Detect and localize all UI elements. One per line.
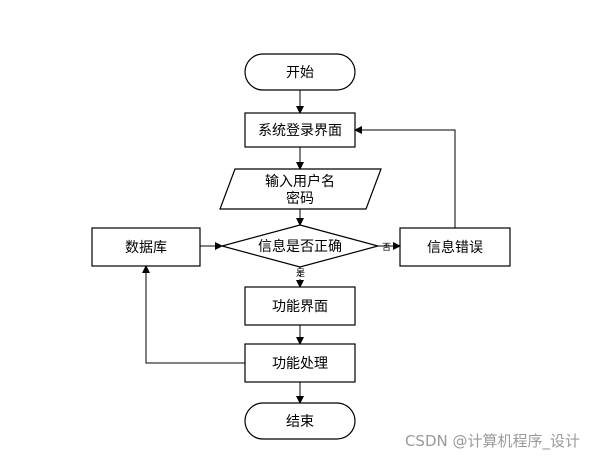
- decision-node: 信息是否正确: [219, 224, 381, 268]
- database-node: 数据库: [91, 227, 201, 267]
- arrow-process-to-database: [142, 265, 245, 364]
- function-ui-label: 功能界面: [272, 299, 328, 315]
- decision-label: 信息是否正确: [258, 238, 342, 255]
- start-node: 开始: [244, 53, 356, 91]
- yes-label: 是: [296, 268, 305, 279]
- function-ui-node: 功能界面: [244, 286, 356, 326]
- login-label: 系统登录界面: [258, 123, 342, 139]
- error-label: 信息错误: [427, 239, 483, 256]
- database-label: 数据库: [125, 240, 167, 256]
- no-label: 否: [382, 242, 391, 253]
- login-node: 系统登录界面: [244, 112, 356, 148]
- error-node: 信息错误: [399, 227, 511, 267]
- function-process-label: 功能处理: [272, 356, 328, 372]
- input-label-line1: 输入用户名: [265, 173, 335, 190]
- input-node: 输入用户名 密码: [219, 168, 382, 210]
- input-label-line2: 密码: [286, 190, 314, 207]
- end-label: 结束: [286, 414, 314, 430]
- function-process-node: 功能处理: [244, 343, 356, 383]
- arrow-error-to-login: [354, 126, 456, 228]
- start-label: 开始: [286, 65, 314, 81]
- end-node: 结束: [244, 402, 356, 440]
- watermark-text: CSDN @计算机程序_设计: [405, 432, 580, 451]
